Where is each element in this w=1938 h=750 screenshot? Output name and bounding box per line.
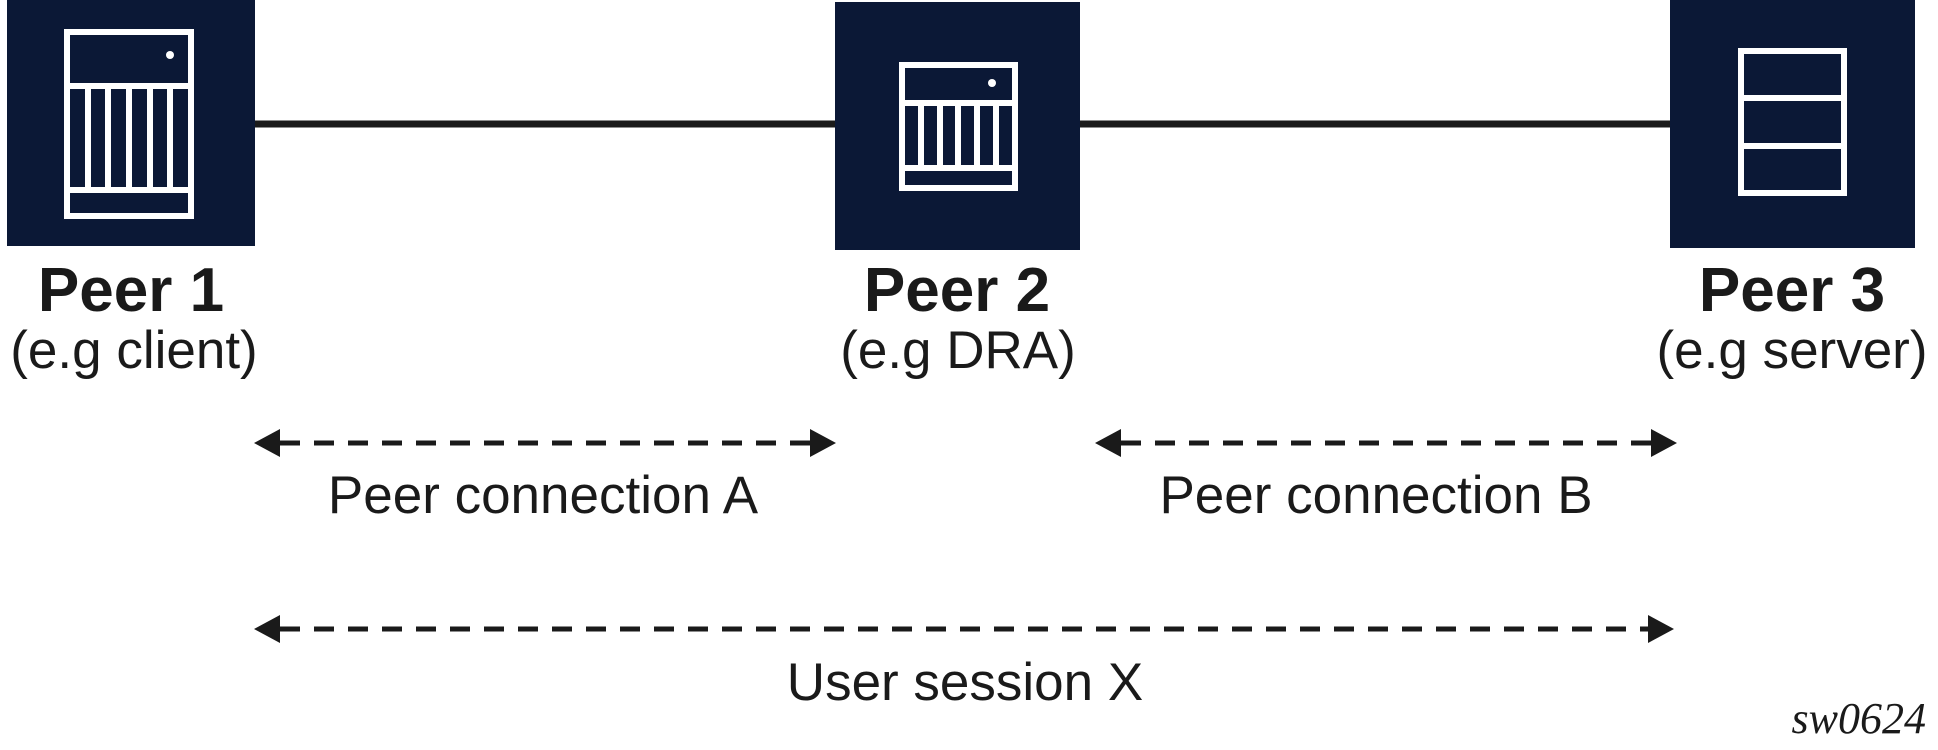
figure-id: sw0624 xyxy=(1792,694,1926,743)
server-rack-icon xyxy=(1738,48,1847,196)
peer-2-node xyxy=(835,2,1080,250)
chassis-router-icon xyxy=(899,62,1018,191)
chassis-router-icon xyxy=(64,29,194,219)
peer-connection-b-arrow xyxy=(1095,429,1677,457)
peer-2-title: Peer 2 xyxy=(864,256,1050,325)
arrowhead-left xyxy=(1095,429,1121,457)
arrowhead-right xyxy=(1648,615,1674,643)
peer-connection-b-label: Peer connection B xyxy=(1159,466,1592,525)
arrowhead-right xyxy=(1651,429,1677,457)
user-session-x-label: User session X xyxy=(787,653,1143,712)
peer-connection-a-arrow xyxy=(254,429,836,457)
peer-3-box xyxy=(1670,0,1915,248)
peer-1-title: Peer 1 xyxy=(38,256,224,325)
arrowhead-left xyxy=(254,429,280,457)
peer-3-title: Peer 3 xyxy=(1699,256,1885,325)
peer-3-node xyxy=(1670,0,1915,248)
user-session-x-arrow xyxy=(254,615,1674,643)
arrowhead-right xyxy=(810,429,836,457)
peer-connection-a-label: Peer connection A xyxy=(328,466,759,525)
peer-1-node xyxy=(7,0,255,246)
peer-1-subtitle: (e.g client) xyxy=(10,321,257,380)
peer-3-subtitle: (e.g server) xyxy=(1657,321,1928,380)
peer-2-subtitle: (e.g DRA) xyxy=(840,321,1076,380)
arrowhead-left xyxy=(254,615,280,643)
